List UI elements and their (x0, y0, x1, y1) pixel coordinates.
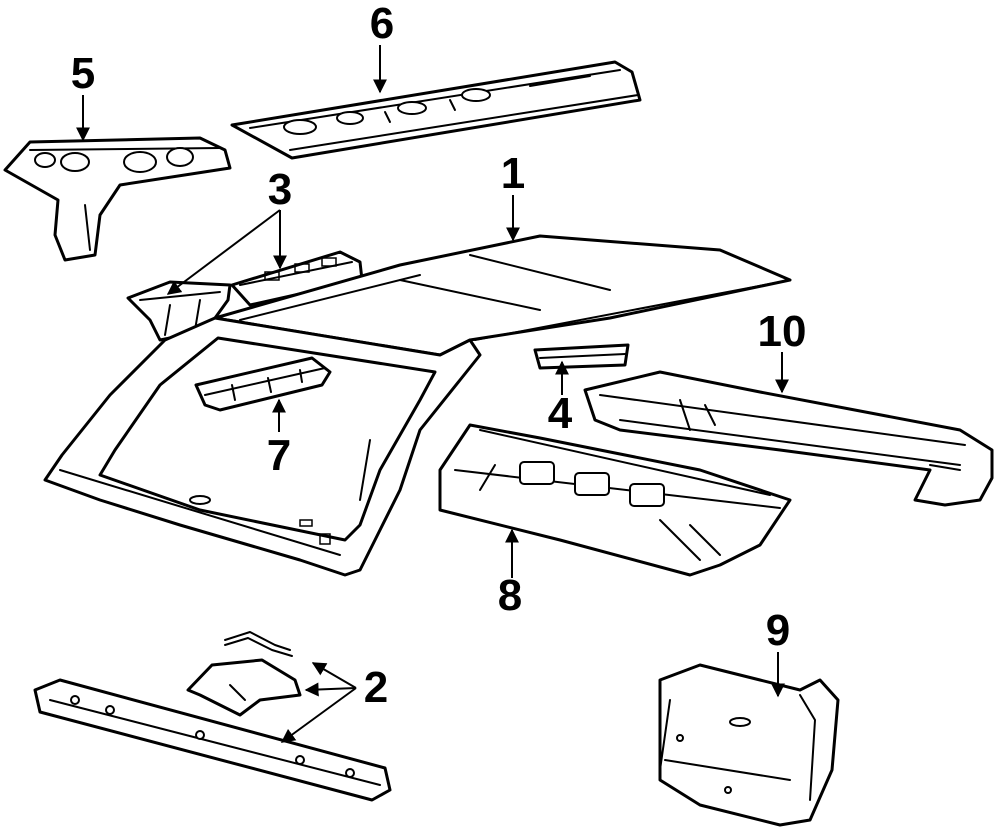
callout-8: 8 (498, 571, 522, 620)
callout-9: 9 (766, 606, 790, 655)
part-8-rear-header (438, 423, 792, 577)
callout-6: 6 (370, 0, 394, 48)
callout-10: 10 (758, 307, 807, 356)
part-9-quarter-panel (658, 663, 840, 827)
part-4-bracket (533, 343, 630, 370)
callout-2: 2 (364, 663, 388, 712)
leader-2b (304, 682, 357, 697)
windshield-frame (43, 316, 482, 577)
leader-lines (76, 45, 789, 743)
part-2-rail-and-brackets (33, 631, 392, 802)
leader-2c (280, 687, 357, 743)
leader-3b (166, 209, 281, 295)
part-10-side-rail (583, 370, 994, 507)
leader-2a (311, 662, 357, 689)
callout-5: 5 (71, 49, 95, 98)
part-7-cross-bar (194, 356, 332, 412)
callout-4: 4 (548, 389, 573, 438)
callout-3: 3 (268, 165, 292, 214)
part-6-roof-header-panel (230, 60, 642, 160)
callout-1: 1 (501, 149, 525, 198)
callouts: 1 2 3 4 5 6 7 8 9 10 (71, 0, 807, 712)
part-5-corner-bracket (3, 136, 232, 262)
callout-7: 7 (267, 431, 291, 480)
